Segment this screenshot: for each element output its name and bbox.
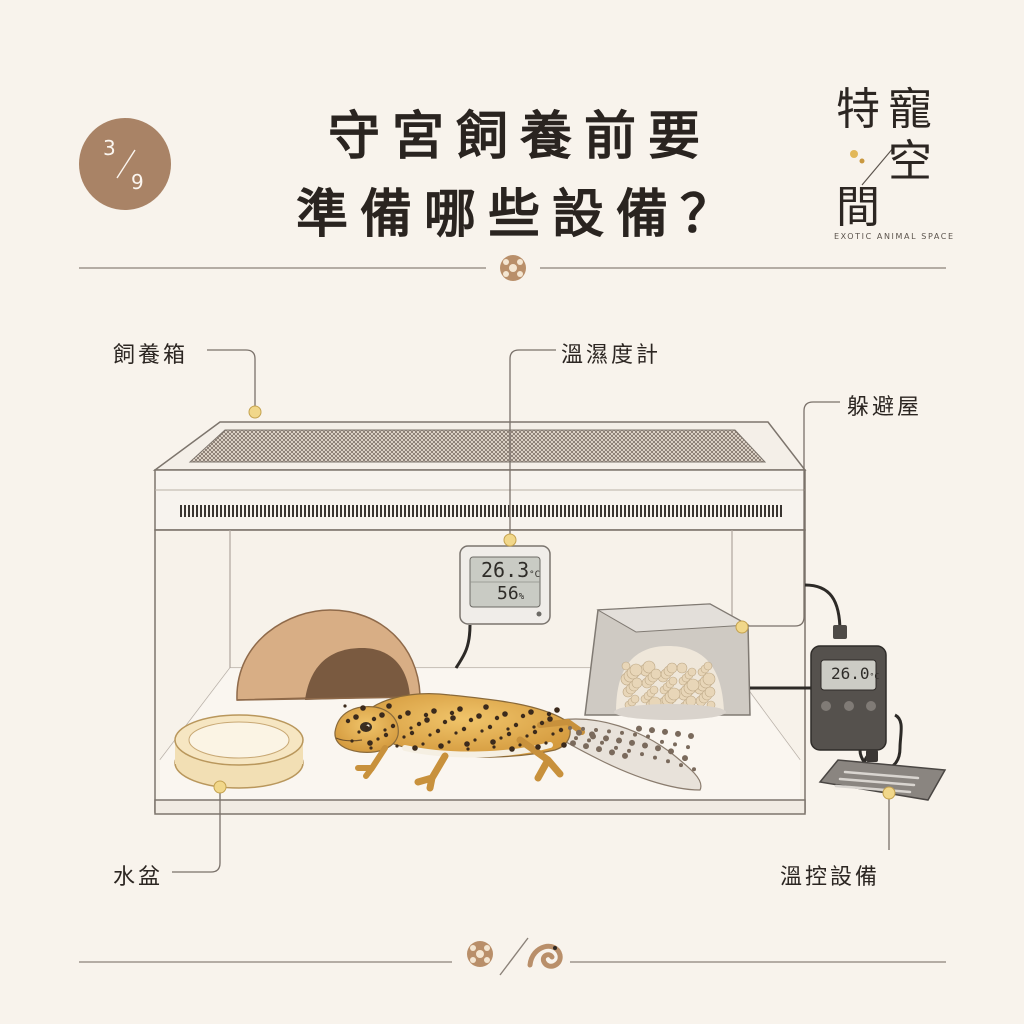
cave-hide — [236, 609, 421, 701]
label-hide: 躲避屋 — [847, 395, 923, 420]
title-line-2: 準備哪些設備？ — [295, 185, 744, 245]
callout-dots — [213, 405, 896, 800]
hygrometer-temperature: 26.3°C — [481, 558, 541, 582]
page-total: 9 — [131, 170, 144, 194]
vent-slots — [180, 505, 782, 517]
hygrometer — [459, 545, 551, 625]
hygrometer-humidity: 56% — [497, 583, 525, 604]
brand-slash — [861, 146, 895, 186]
callout-dot-enclosure — [248, 405, 262, 419]
brand-subtitle: EXOTIC ANIMAL SPACE — [834, 232, 955, 241]
chameleon-icon — [527, 943, 563, 969]
stone-hide — [584, 603, 751, 720]
turtle-shell-icon — [467, 941, 493, 967]
callout-dot-hygrometer — [503, 533, 517, 547]
heat-mat — [818, 750, 947, 801]
page-slash — [116, 149, 136, 179]
callout-dot-water-bowl — [213, 780, 227, 794]
water-bowl — [174, 714, 304, 789]
brand-dot-icon — [850, 150, 858, 158]
brand-char-4: 間 — [836, 182, 880, 233]
callout-dot-hide — [735, 620, 749, 634]
top-divider — [79, 255, 946, 281]
label-water-bowl: 水盆 — [113, 865, 164, 890]
label-hygrometer: 溫濕度計 — [561, 343, 662, 368]
page-badge: 3 9 — [79, 118, 171, 210]
brand-char-3: 空 — [888, 136, 932, 187]
callout-dot-thermostat — [882, 786, 896, 800]
thermostat-temperature: 26.0°C — [831, 664, 880, 683]
bottom-divider — [79, 937, 946, 976]
callout-lines — [172, 349, 890, 873]
label-thermostat: 溫控設備 — [780, 865, 881, 890]
brand-char-1: 特 — [836, 84, 880, 135]
leopard-gecko — [334, 693, 702, 792]
turtle-shell-icon — [500, 255, 526, 281]
page-number: 3 — [103, 136, 116, 160]
label-enclosure: 飼養箱 — [113, 343, 189, 368]
thermostat-controller — [810, 645, 887, 751]
title-line-1: 守宮飼養前要 — [327, 107, 712, 167]
brand-char-2: 寵 — [888, 84, 932, 135]
